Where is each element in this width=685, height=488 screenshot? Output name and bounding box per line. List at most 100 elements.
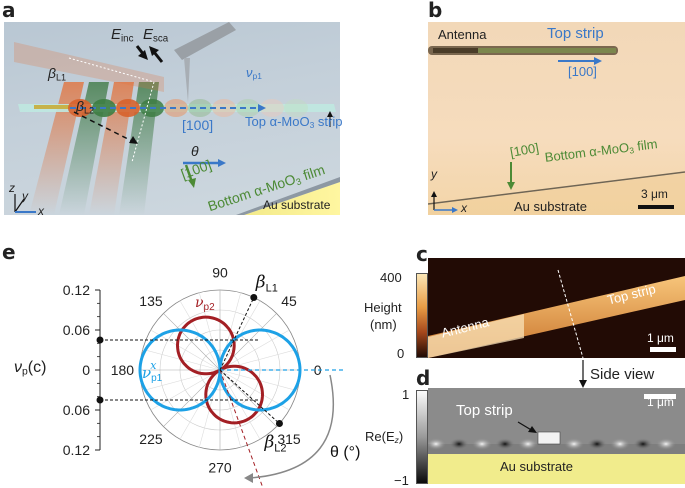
dir-bottom-arrow: [184, 164, 194, 183]
series-vp1-sub: p1: [151, 373, 163, 384]
series-vp1-curve: [138, 328, 302, 412]
field-scene: [428, 394, 685, 484]
polar-angle-tick: 0: [314, 362, 322, 378]
au-substrate-label-b: Au substrate: [514, 199, 587, 214]
marker-ray-β_L1: [219, 297, 255, 371]
panel-d-label: d: [416, 366, 431, 390]
afm-image: [428, 258, 685, 358]
polar-spoke: [219, 329, 290, 371]
series-vp2-label: νp2: [195, 295, 215, 313]
vp1-symbol: ν: [246, 65, 253, 80]
beta-l1-sub: L1: [56, 72, 67, 83]
axis-y-label: y: [22, 189, 28, 203]
e-sca-arrowhead: [149, 46, 159, 56]
colorbar-c-max: 400: [380, 270, 402, 285]
polar-angle-tick: 45: [281, 293, 297, 309]
e-sca-symbol: E: [143, 26, 154, 43]
projection-point-β_L1: [96, 336, 104, 344]
top-strip-sub: 3: [309, 120, 315, 131]
y-axis-tick-label: 0.06: [63, 402, 90, 418]
panel-a-illustration: [4, 22, 340, 215]
field-lobe: [449, 438, 469, 450]
colorbar-d-label-sub: z: [394, 435, 399, 446]
e-sca-arrow: [152, 51, 164, 63]
colorbar-d-label: Re(Ez): [365, 430, 403, 445]
panel-e-label: e: [2, 240, 16, 264]
side-view-arrowhead: [579, 380, 587, 388]
panel-b-label: b: [428, 0, 443, 22]
theta-arrowhead: [244, 473, 253, 483]
marker-label-β_L1: βL1: [255, 272, 278, 294]
polar-spoke: [219, 369, 290, 411]
top-strip-pointer-head: [528, 426, 537, 433]
theta-label: θ: [191, 143, 199, 159]
axis-x-label: x: [38, 204, 44, 218]
top-strip-pointer-head: [327, 111, 333, 117]
theta-arrow: [249, 374, 335, 479]
afm-tip: [184, 58, 190, 102]
field-colorbar: [416, 390, 428, 484]
axis-y-arrowhead: [431, 191, 437, 197]
dir-top-arrowhead: [218, 159, 226, 167]
beta-l2-symbol: β: [76, 98, 84, 114]
beam-upper: [14, 42, 164, 92]
polar-angle-tick: 315: [277, 431, 301, 447]
cut-line: [557, 269, 584, 358]
dir-bottom-arrowhead: [188, 178, 196, 188]
side-view-arrow: [579, 360, 587, 388]
field-lobe: [610, 438, 630, 450]
colorbar-c-min: 0: [397, 346, 405, 361]
marker-label-sub: L2: [274, 443, 286, 455]
antenna-shape: [433, 48, 478, 53]
field-lobe: [495, 438, 515, 450]
top-strip-end: strip: [314, 114, 343, 129]
colorbar-c-label-2: (nm): [370, 317, 397, 332]
au-substrate-label-a: Au substrate: [263, 198, 331, 212]
scale-bar-label-c: 1 μm: [647, 331, 674, 345]
field-lobe: [633, 438, 653, 450]
beam-2: [59, 82, 109, 215]
series-vp1-label: νp1x: [142, 359, 163, 384]
colorbar-d-label-end: ): [398, 429, 404, 444]
polar-angle-tick: 225: [139, 431, 163, 447]
axis-x-label-b: x: [461, 201, 467, 215]
wave-9: [260, 99, 284, 117]
wavefront-line-1: [68, 57, 155, 83]
axis-z-label: z: [9, 181, 15, 195]
y-axis-tick-label: 0.12: [63, 442, 90, 458]
e-inc-symbol: E: [111, 26, 122, 43]
panel-a-label: a: [2, 0, 16, 22]
e-sca-sub: sca: [153, 33, 169, 45]
top-strip-text: Top α-MoO: [245, 114, 310, 129]
series-vp2-curve: [175, 315, 265, 425]
axis-y-line: [14, 198, 25, 213]
film-edge: [236, 177, 340, 215]
y-axis-unit: (c): [27, 359, 47, 376]
polar-angle-tick: 135: [139, 293, 163, 309]
wave-10: [284, 99, 308, 117]
polar-spoke: [219, 369, 277, 427]
vp1-label: νp1: [246, 66, 262, 81]
axis-x-arrowhead: [452, 207, 458, 213]
top-strip-label-d: Top strip: [456, 402, 513, 419]
marker-point-β_L1: [250, 293, 258, 301]
dir-top-label-b: [100]: [568, 64, 597, 79]
y-axis-tick-label: 0.06: [63, 322, 90, 338]
beta-l1-symbol: β: [48, 65, 56, 81]
colorbar-d-max: 1: [402, 387, 410, 402]
y-axis-tick-label: 0: [82, 362, 90, 378]
colorbar-d-label-text: Re(E: [365, 429, 395, 444]
height-colorbar: [416, 273, 428, 358]
e-inc-sub: inc: [121, 33, 134, 45]
top-strip-shape: [478, 48, 616, 53]
panel-c-label: c: [416, 242, 428, 266]
polar-spoke: [150, 329, 221, 371]
colorbar-c-label-1: Height: [364, 300, 402, 315]
vp1-sub: p1: [252, 71, 262, 82]
projection-point-β_L2: [96, 396, 104, 404]
antenna-shape: [34, 105, 72, 109]
marker-label-sub: L1: [266, 282, 278, 294]
field-lobe: [587, 438, 607, 450]
theta-axis-label: θ (°): [330, 444, 360, 461]
marker-point-β_L2: [275, 420, 283, 428]
